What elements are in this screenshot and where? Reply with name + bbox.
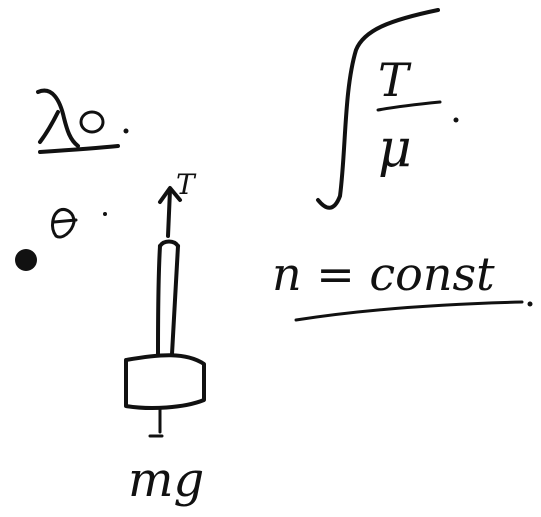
lambda-stroke-2 <box>38 110 60 144</box>
constant-underline <box>294 300 533 322</box>
rope <box>156 239 180 356</box>
arrow-shaft <box>166 188 172 238</box>
theta-symbol <box>15 208 107 271</box>
hanging-block <box>124 353 206 410</box>
lambda-naught-symbol <box>36 88 129 154</box>
fraction-bar <box>376 100 442 112</box>
lambda-dot <box>123 128 129 134</box>
lambda-stroke-1 <box>36 88 80 148</box>
formula-denominator: μ <box>378 119 412 179</box>
block-outline <box>124 353 206 410</box>
tension-arrow <box>158 186 182 238</box>
lambda-underline <box>38 144 120 154</box>
theta-bar <box>52 218 78 224</box>
underline-dot <box>527 301 533 307</box>
wave-speed-formula <box>316 8 459 210</box>
arrow-head <box>158 186 182 204</box>
weight-arrow <box>148 406 164 438</box>
rope-right-edge <box>170 244 180 356</box>
subscript-zero <box>79 110 105 134</box>
formula-numerator: T <box>378 53 412 107</box>
theta-dot <box>103 212 107 216</box>
weight-label: mg <box>128 452 204 508</box>
filled-dot <box>15 249 37 271</box>
underline-stroke <box>294 300 524 322</box>
rope-top-cap <box>158 239 180 248</box>
rope-left-edge <box>156 244 162 356</box>
radical-sign <box>316 8 440 210</box>
tension-label: T <box>176 168 197 201</box>
constant-note: n = const <box>272 247 495 301</box>
formula-dot <box>453 117 459 123</box>
